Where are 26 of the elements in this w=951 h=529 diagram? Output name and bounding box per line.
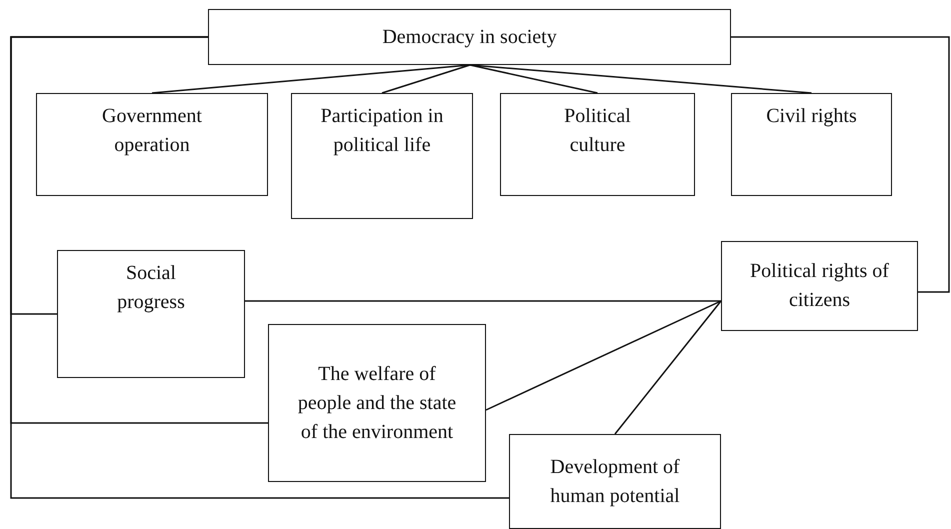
connector-line (486, 300, 722, 411)
box-label: The welfare of people and the state of the environment (297, 362, 457, 444)
connector-line (470, 64, 812, 94)
text-box (721, 241, 918, 331)
text-box (36, 93, 268, 196)
text-box (509, 434, 721, 529)
text-box (268, 324, 486, 482)
connector-line (470, 64, 598, 94)
box-label: Political culture (563, 104, 632, 158)
connector-line (245, 300, 721, 302)
box-label: Government operation (101, 104, 203, 158)
box-label: Democracy in society (382, 24, 557, 50)
connector-line (10, 36, 509, 499)
box-label: Development of human potential (549, 454, 681, 508)
box-label: Participation in political life (320, 104, 444, 158)
connector-line (382, 64, 470, 94)
text-box (57, 250, 245, 378)
text-box (500, 93, 695, 196)
text-box (291, 93, 473, 219)
text-box (731, 93, 892, 196)
box-label: Civil rights (766, 104, 857, 129)
connector-line (614, 300, 722, 434)
box-label: Social progress (116, 261, 186, 315)
connector-line (731, 36, 950, 293)
text-box (208, 9, 731, 65)
box-label: Political rights of citizens (749, 259, 890, 313)
